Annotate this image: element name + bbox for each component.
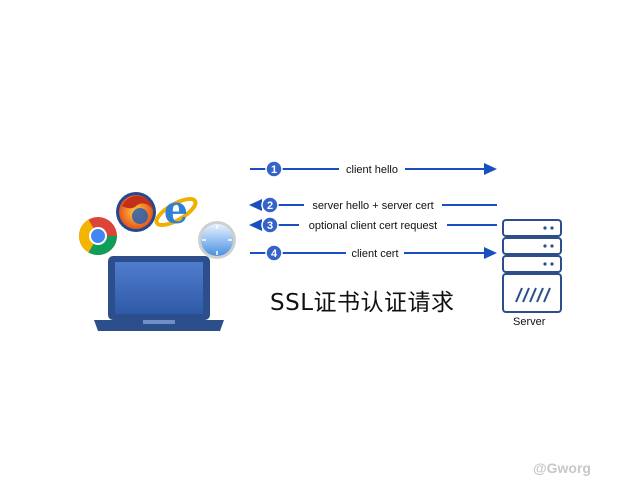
laptop-icon bbox=[94, 256, 224, 331]
svg-text:e: e bbox=[164, 187, 188, 232]
step-2-label: server hello + server cert bbox=[312, 200, 433, 212]
step-4-number: 4 bbox=[271, 248, 278, 260]
firefox-icon bbox=[116, 192, 156, 232]
step-3: 3 optional client cert request bbox=[249, 216, 497, 234]
step-1-label: client hello bbox=[346, 164, 398, 176]
step-2-number: 2 bbox=[267, 200, 273, 212]
step-4-badge bbox=[265, 244, 283, 262]
server-icon bbox=[502, 219, 562, 313]
step-1: 1 client hello bbox=[250, 160, 497, 178]
step-4-label: client cert bbox=[351, 248, 398, 260]
step-3-arrowhead bbox=[249, 219, 262, 231]
step-2-badge bbox=[261, 196, 279, 214]
chrome-icon bbox=[79, 217, 117, 255]
step-1-badge bbox=[265, 160, 283, 178]
diagram-title: SSL证书认证请求 bbox=[270, 290, 455, 316]
watermark: @Gworg bbox=[533, 460, 591, 476]
server-label: Server bbox=[513, 316, 546, 328]
step-3-label: optional client cert request bbox=[309, 220, 437, 232]
safari-icon bbox=[198, 221, 236, 259]
step-2: 2 server hello + server cert bbox=[249, 196, 497, 214]
step-2-arrowhead bbox=[249, 199, 262, 211]
step-3-badge bbox=[261, 216, 279, 234]
step-4: 4 client cert bbox=[250, 244, 497, 262]
step-1-number: 1 bbox=[271, 164, 277, 176]
step-1-arrowhead bbox=[484, 163, 497, 175]
step-3-number: 3 bbox=[267, 220, 273, 232]
step-4-arrowhead bbox=[484, 247, 497, 259]
ie-icon: e bbox=[154, 187, 198, 232]
